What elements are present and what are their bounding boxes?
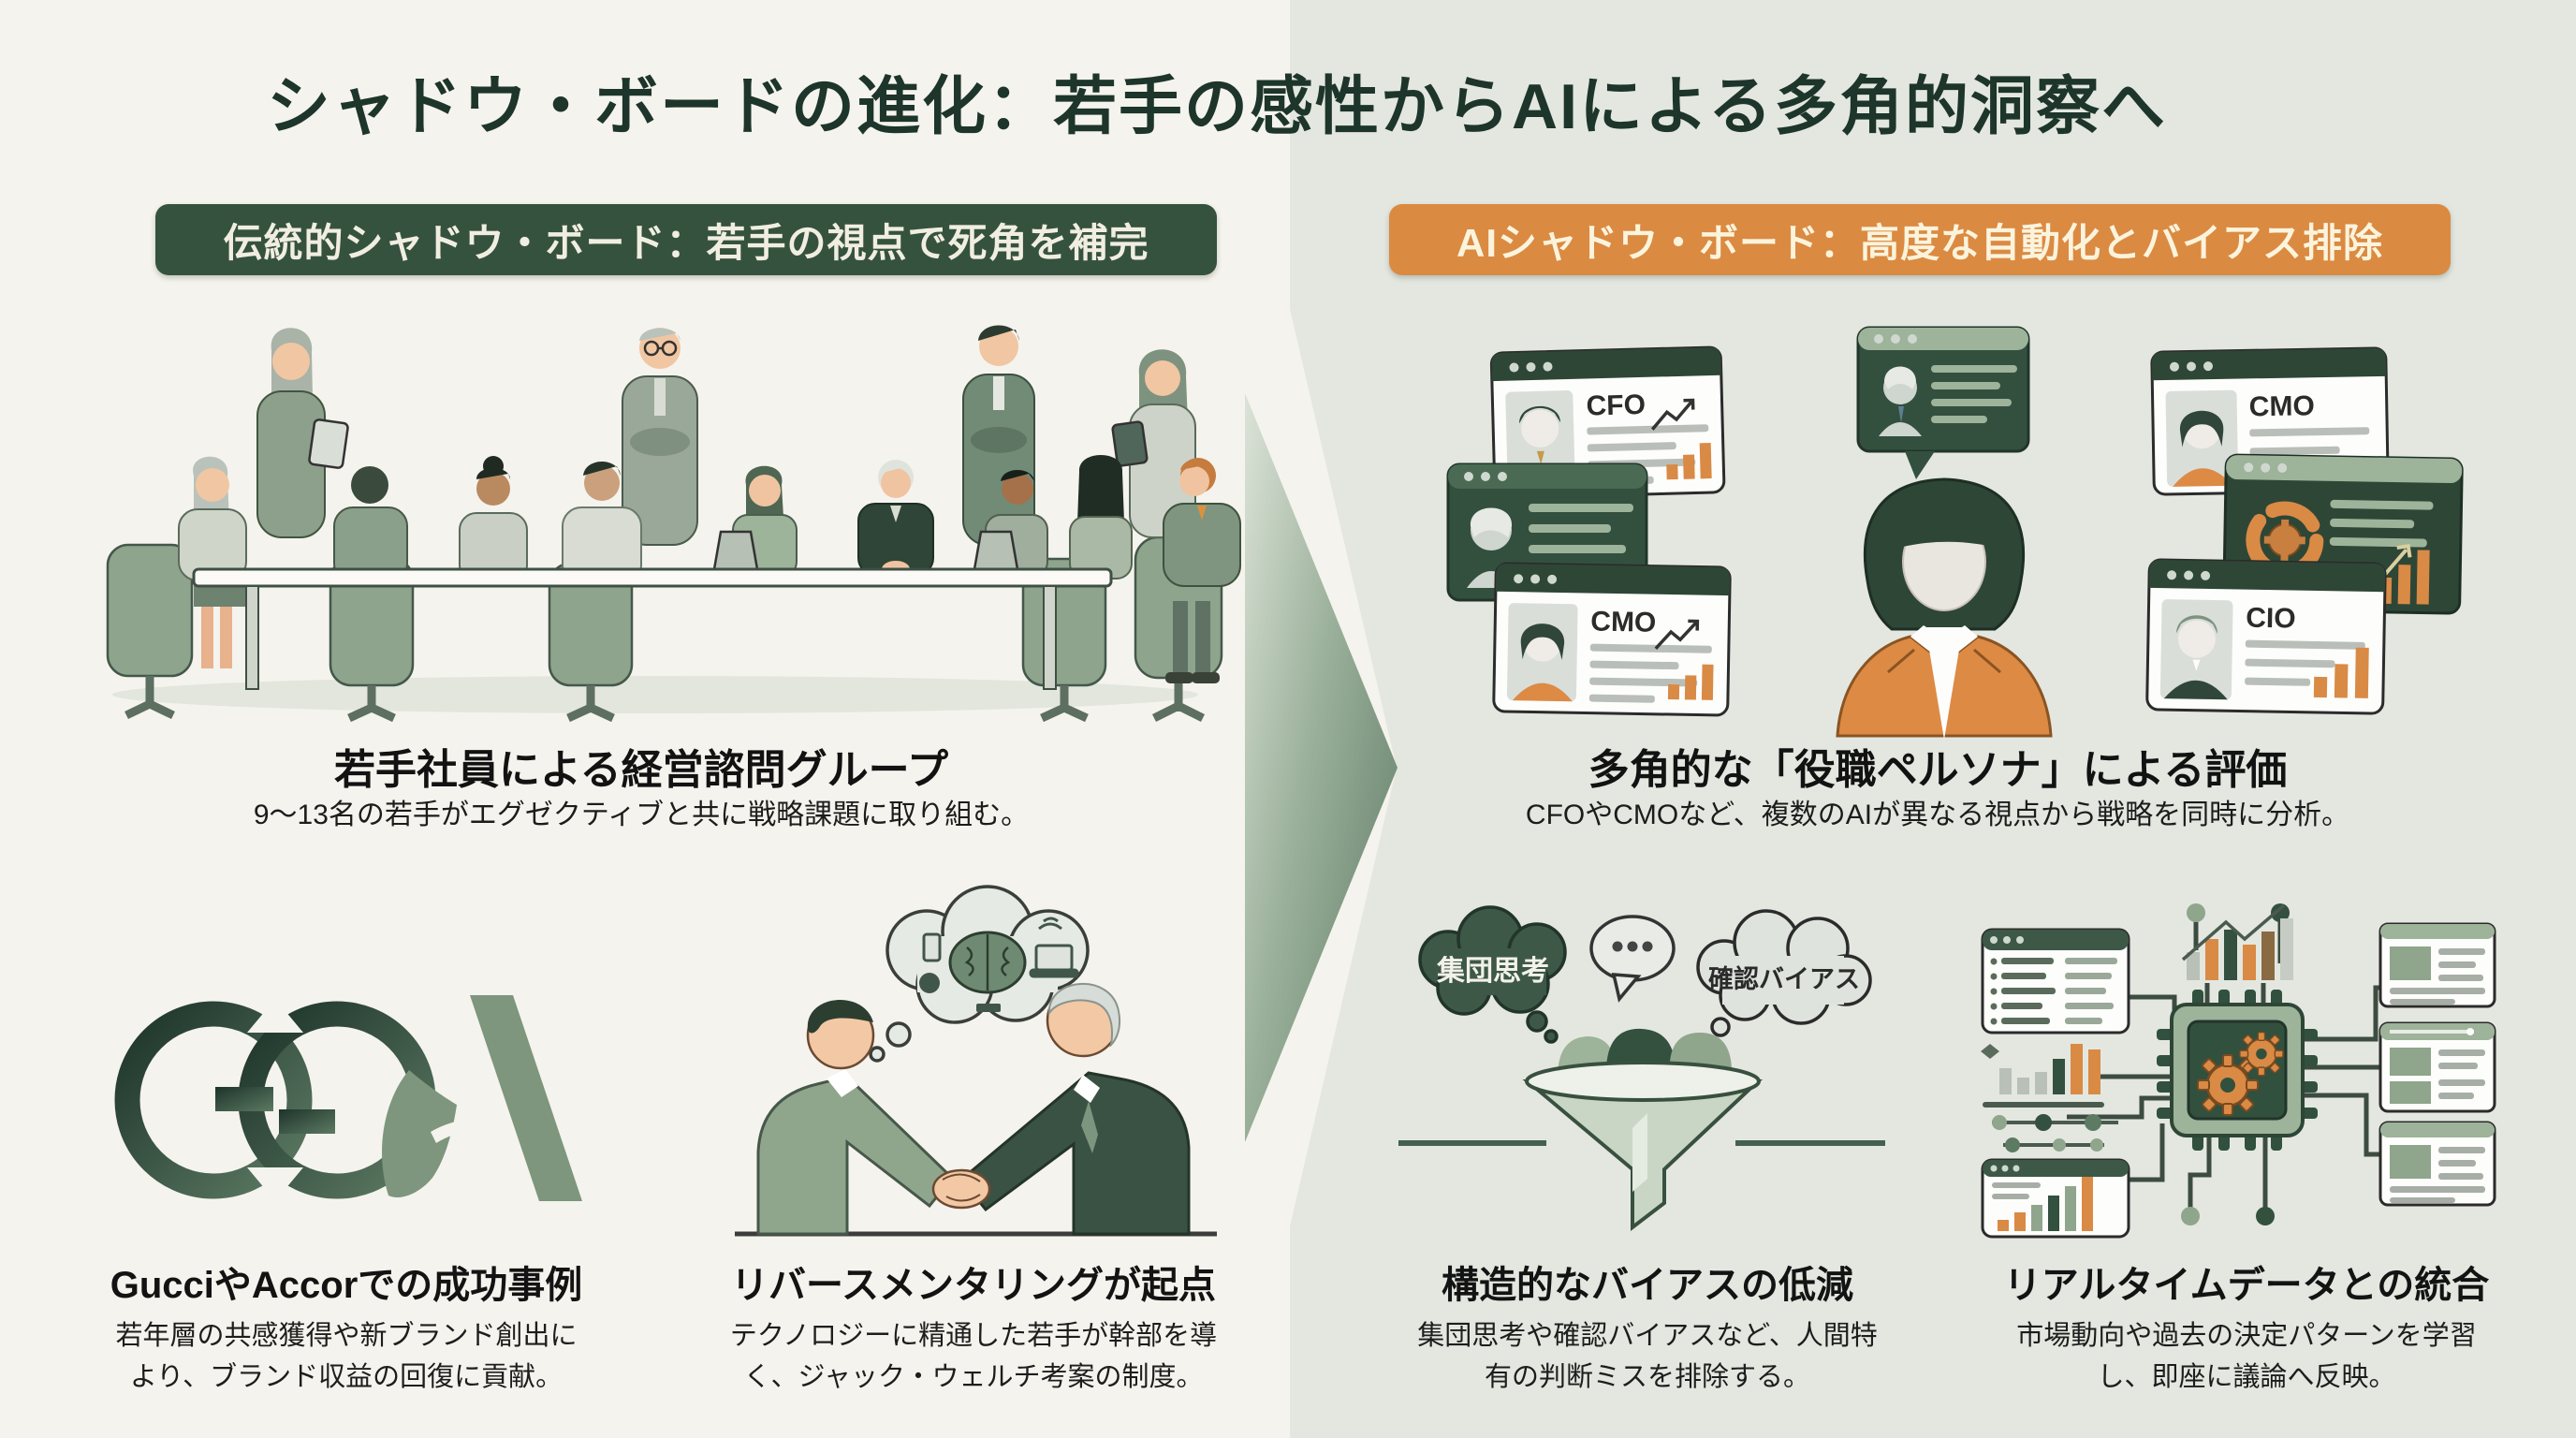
chairs xyxy=(106,536,1223,723)
top-bar-chart xyxy=(2181,903,2293,980)
cfo-label: CFO xyxy=(1586,389,1646,422)
doc-window-2 xyxy=(2378,1021,2496,1113)
doc-window-3 xyxy=(2378,1121,2496,1207)
ellipsis-bubble xyxy=(1589,915,1676,1003)
speech-window xyxy=(1856,326,2030,479)
persona-card-cfo: CFO xyxy=(1489,345,1726,500)
bias-illustration: 集団思考 確認バイアス xyxy=(1398,905,1885,1232)
mentoring-description: テクノロジーに精通した若手が幹部を導く、ジャック・ウェルチ考案の制度。 xyxy=(729,1321,1218,1392)
brand-logos xyxy=(114,995,582,1201)
young-man xyxy=(756,1000,955,1236)
bias-description: 集団思考や確認バイアスなど、人間特有の判断ミスを排除する。 xyxy=(1417,1321,1878,1392)
persona-card-cmo-left: CMO xyxy=(1492,562,1732,717)
realtime-description: 市場動向や過去の決定パターンを学習し、即座に議論へ反映。 xyxy=(2016,1321,2477,1392)
thought-cloud xyxy=(869,885,1090,1063)
laptops xyxy=(712,530,1019,571)
phone-icon xyxy=(922,932,942,962)
meeting-description: 9〜13名の若手がエグゼクティブと共に戦略課題に取り組む。 xyxy=(253,800,1030,830)
doc-window-1 xyxy=(2378,922,2496,1008)
bias-block: 構造的なバイアスの低減 集団思考や確認バイアスなど、人間特有の判断ミスを排除する… xyxy=(1353,1255,1942,1398)
groupthink-cloud: 集団思考 xyxy=(1418,905,1567,1044)
meeting-caption: 若手社員による経営諮問グループ xyxy=(333,747,949,793)
conference-table xyxy=(192,567,1113,690)
mentoring-caption: リバースメンタリングが起点 xyxy=(731,1265,1216,1306)
realtime-illustration xyxy=(1981,903,2496,1239)
cio-bars xyxy=(2313,647,2369,698)
persona-card-cio: CIO xyxy=(2145,558,2387,715)
accor-logo xyxy=(382,995,582,1201)
case-description: 若年層の共感獲得や新ブランド創出により、ブランド収益の回復に貢献。 xyxy=(115,1321,578,1392)
cmo-left-label: CMO xyxy=(1590,607,1657,638)
realtime-caption: リアルタイムデータとの統合 xyxy=(2003,1265,2490,1306)
confirmation-label: 確認バイアス xyxy=(1708,964,1860,993)
standing-man-dark xyxy=(962,325,1035,546)
case-caption: GucciやAccorでの成功事例 xyxy=(110,1265,583,1306)
handshake-hands xyxy=(931,1168,991,1210)
left-section-header: 伝統的シャドウ・ボード：若手の視点で死角を補完 xyxy=(155,204,1217,275)
laptop-icon xyxy=(1029,944,1079,978)
mentoring-block: リバースメンタリングが起点 テクノロジーに精通した若手が幹部を導く、ジャック・ウ… xyxy=(669,1255,1278,1398)
gucci-logo xyxy=(114,999,436,1201)
meeting-illustration xyxy=(106,325,1241,723)
cmo-right-label: CMO xyxy=(2248,390,2315,422)
case-study-block: GucciやAccorでの成功事例 若年層の共感獲得や新ブランド創出により、ブラ… xyxy=(51,1255,641,1398)
list-window xyxy=(1981,928,2130,1034)
groupthink-label: 集団思考 xyxy=(1436,956,1549,987)
standing-man-glasses xyxy=(622,328,698,546)
page-title: シャドウ・ボードの進化：若手の感性からAIによる多角的洞察へ xyxy=(267,71,2167,142)
funnel xyxy=(1522,1061,1764,1232)
left-bar-chart xyxy=(1981,1044,2104,1108)
confirmation-cloud: 確認バイアス xyxy=(1696,909,1872,1049)
bottom-chart-window xyxy=(1981,1158,2130,1239)
timeline-dots xyxy=(1992,1114,2118,1152)
realtime-block: リアルタイムデータとの統合 市場動向や過去の決定パターンを学習し、即座に議論へ反… xyxy=(1942,1255,2551,1398)
personas-description: CFOやCMOなど、複数のAIが異なる視点から戦略を同時に分析。 xyxy=(1525,800,2350,830)
ai-persona-woman xyxy=(1836,477,2053,740)
personas-caption: 多角的な「役職ペルソナ」による評価 xyxy=(1588,747,2288,793)
bias-caption: 構造的なバイアスの低減 xyxy=(1442,1265,1853,1306)
circuit-lines xyxy=(2067,915,2380,1212)
brain-icon xyxy=(948,931,1027,994)
standing-woman-gray xyxy=(256,328,349,538)
older-man xyxy=(959,982,1191,1236)
gear-icon-small xyxy=(2238,1031,2284,1077)
wifi-icon xyxy=(1038,917,1062,931)
seated-figures xyxy=(178,455,1241,683)
cpu-chip xyxy=(2157,990,2318,1151)
circuit-dots xyxy=(2181,903,2290,1225)
gear-dot-icon xyxy=(919,973,940,993)
handshake-illustration xyxy=(735,885,1217,1237)
persona-illustration: CFO CMO xyxy=(1446,326,2464,740)
right-section-header: AIシャドウ・ボード：高度な自動化とバイアス排除 xyxy=(1389,204,2451,275)
cio-label: CIO xyxy=(2246,603,2296,635)
